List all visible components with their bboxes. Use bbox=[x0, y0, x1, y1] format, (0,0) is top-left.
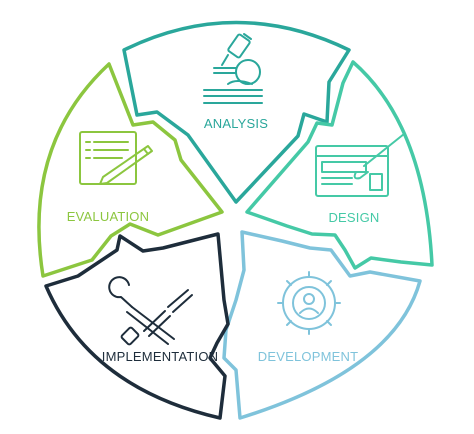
segment-implementation-outline bbox=[44, 232, 230, 420]
segment-implementation: IMPLEMENTATION bbox=[44, 232, 230, 420]
segment-analysis: ANALYSIS bbox=[122, 20, 351, 204]
segment-development-outline bbox=[222, 230, 422, 420]
segment-evaluation-label: EVALUATION bbox=[67, 209, 149, 224]
wrench-screwdriver-icon bbox=[108, 276, 193, 346]
segment-evaluation-outline bbox=[37, 62, 224, 278]
segment-implementation-label: IMPLEMENTATION bbox=[102, 349, 218, 364]
segment-development-label: DEVELOPMENT bbox=[258, 349, 358, 364]
design-window-brush-icon bbox=[315, 133, 405, 197]
segment-analysis-label: ANALYSIS bbox=[204, 116, 268, 131]
segment-design: DESIGN bbox=[245, 60, 434, 270]
segment-evaluation: EVALUATION bbox=[37, 62, 224, 278]
gear-user-icon bbox=[277, 271, 341, 335]
microscope-icon bbox=[203, 33, 263, 104]
checklist-pencil-icon bbox=[79, 131, 153, 185]
segment-design-outline bbox=[245, 60, 434, 270]
segment-design-label: DESIGN bbox=[328, 210, 379, 225]
segment-analysis-outline bbox=[122, 20, 351, 204]
segment-development: DEVELOPMENT bbox=[222, 230, 422, 420]
